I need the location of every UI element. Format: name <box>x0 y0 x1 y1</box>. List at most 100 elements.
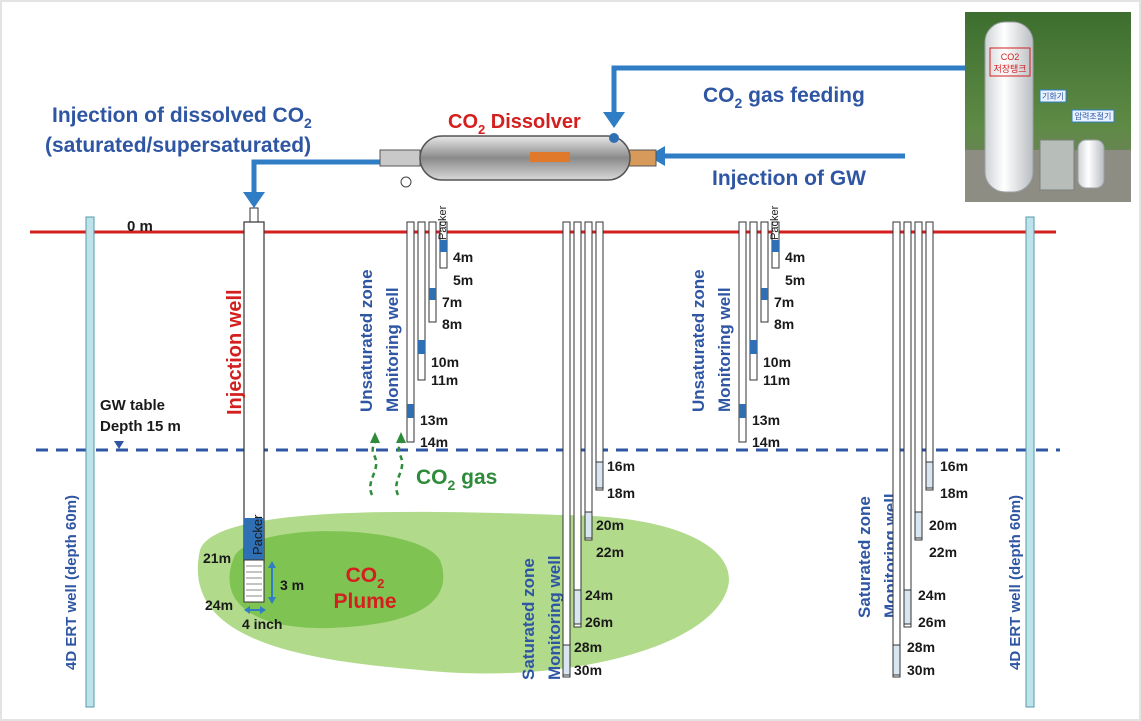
sat-well-2-depth-18: 18m <box>940 485 968 501</box>
injection-diameter-label: 4 inch <box>242 616 282 632</box>
unsat-well-2-depth-8: 8m <box>774 316 794 332</box>
sat-well-1-depth-22: 22m <box>596 544 624 560</box>
injection-screen <box>243 559 265 603</box>
co2-gas-migration: CO2 gas <box>369 432 497 496</box>
pressure-regulator-tank <box>1077 139 1105 189</box>
sat-well-1-tube-b <box>573 221 582 628</box>
co2-dissolver: CO2 Dissolver <box>379 111 657 188</box>
sat-well-2-depth-24: 24m <box>918 587 946 603</box>
ert-well-left: 4D ERT well (depth 60m) <box>63 216 95 708</box>
injection-system: Injection of dissolved CO2 (saturated/su… <box>45 12 1131 208</box>
dissolver-valve-icon <box>400 176 412 188</box>
sat-well-1-depth-24: 24m <box>585 587 613 603</box>
unsat-well-1-depth-11: 11m <box>431 372 458 388</box>
ert-well-right-label: 4D ERT well (depth 60m) <box>1007 495 1024 670</box>
unsat-well-2-depth-7: 7m <box>774 294 794 310</box>
unsat-well-1-tube-a <box>406 221 415 443</box>
pressure-label-box <box>1071 109 1115 123</box>
injection-screen-slots <box>246 565 262 597</box>
unsat-well-1-depth-13: 13m <box>420 412 448 428</box>
saturated-monitoring-well-1: Saturated zone Monitoring well 16m 18m 2… <box>519 221 635 680</box>
unsat-well-1-depth-5: 5m <box>453 272 473 288</box>
sat-well-2-depth-30: 30m <box>907 662 935 678</box>
sat-well-1-depth-30: 30m <box>574 662 602 678</box>
unsat-well-1-packer-c <box>429 288 436 300</box>
dissolver-inlet-fitting <box>379 149 421 167</box>
unsat-well-1-label-line1: Unsaturated zone <box>357 269 376 412</box>
unsat-well-2-packer-d <box>772 240 779 252</box>
plume-label-line2: Plume <box>333 590 396 613</box>
unsat-well-2-tube-c <box>760 221 769 323</box>
tank-label-line1: CO2 <box>1001 52 1020 62</box>
co2-tank-photo: CO2 저장탱크 기화기 압력조절기 <box>965 12 1131 202</box>
gw-table-depth-label: Depth 15 m <box>100 418 181 435</box>
injection-top-depth: 21m <box>203 550 231 566</box>
ert-well-left-casing <box>85 216 95 708</box>
unsat-well-1-depth-7: 7m <box>442 294 462 310</box>
gas-feed-arrow-icon <box>603 112 625 128</box>
unsat-well-1-packer-label: Packer <box>437 205 449 240</box>
saturated-monitoring-well-2: Saturated zone Monitoring well 16m 18m 2… <box>855 221 968 678</box>
sat-well-1-depth-18: 18m <box>607 485 635 501</box>
unsat-well-2-label-line1: Unsaturated zone <box>689 269 708 412</box>
vaporizer-label-box <box>1039 89 1067 103</box>
unsat-well-2-depth-11: 11m <box>763 372 790 388</box>
unsat-well-2-depth-10: 10m <box>763 354 791 370</box>
plume-inner-region <box>229 531 444 629</box>
surface-depth-label: 0 m <box>127 218 153 235</box>
injection-well: Packer Injection well 21m 24m 3 m 4 inch <box>203 207 304 632</box>
sat-well-2-depth-28: 28m <box>907 639 935 655</box>
injection-packer-label: Packer <box>250 514 265 555</box>
injection-bottom-depth: 24m <box>205 597 233 613</box>
unsat-well-2-tube-a <box>738 221 747 443</box>
sat-well-2-screen-d <box>925 461 934 489</box>
sat-well-2-screen-b <box>903 589 912 625</box>
sat-well-1-tube-c <box>584 221 593 541</box>
sat-well-1-screen-c <box>584 511 593 539</box>
dissolver-top-valve-icon <box>609 133 619 143</box>
gw-injection-label: Injection of GW <box>712 167 866 190</box>
gas-arrow-left-head-icon <box>370 432 380 443</box>
injection-packer <box>244 518 264 560</box>
dissolver-outlet-fitting <box>627 149 657 167</box>
unsat-well-2-tube-b <box>749 221 758 381</box>
dissolver-label: CO2 Dissolver <box>448 111 581 137</box>
plume-label-line1: CO2 <box>346 564 385 591</box>
sat-well-2-tube-d <box>925 221 934 491</box>
co2-storage-tank <box>984 21 1034 193</box>
sat-well-1-tube-a <box>562 221 571 678</box>
sat-well-2-depth-22: 22m <box>929 544 957 560</box>
sat-well-1-depth-26: 26m <box>585 614 613 630</box>
unsat-well-2-label-line2: Monitoring well <box>715 287 734 412</box>
dissolver-body <box>419 135 631 181</box>
vaporizer-label: 기화기 <box>1042 92 1064 101</box>
ert-well-left-label: 4D ERT well (depth 60m) <box>63 495 80 670</box>
injection-well-label: Injection well <box>224 289 246 415</box>
sat-well-2-screen-a <box>892 644 901 676</box>
diameter-arrow-right-icon <box>260 606 266 614</box>
unsat-well-2-packer-label: Packer <box>769 205 781 240</box>
gas-feed-pipe <box>611 65 975 116</box>
tank-label-box <box>989 47 1031 77</box>
pressure-label: 압력조절기 <box>1075 111 1112 121</box>
ert-well-right-casing <box>1025 216 1035 708</box>
unsat-well-1-packer-b <box>418 340 425 354</box>
interval-arrow-down-icon <box>268 597 276 604</box>
unsat-well-2-packer-a <box>739 404 746 418</box>
unsat-well-1-depth-8: 8m <box>442 316 462 332</box>
injection-title-line2: (saturated/supersaturated) <box>45 134 311 157</box>
sat-well-2-depth-20: 20m <box>929 517 957 533</box>
injection-wellhead <box>249 207 259 223</box>
sat-well-1-depth-16: 16m <box>607 458 635 474</box>
injection-down-arrow-icon <box>243 192 265 208</box>
unsat-well-1-tube-c <box>428 221 437 323</box>
unsat-well-1-tube-b <box>417 221 426 381</box>
ert-well-right: 4D ERT well (depth 60m) <box>1007 216 1035 708</box>
sat-well-2-depth-26: 26m <box>918 614 946 630</box>
sat-well-1-label-line2: Monitoring well <box>545 555 564 680</box>
unsat-well-2-depth-14: 14m <box>752 434 780 450</box>
gas-arrow-right-head-icon <box>396 432 406 443</box>
unsat-well-1-depth-10: 10m <box>431 354 459 370</box>
sat-well-2-depth-16: 16m <box>940 458 968 474</box>
gas-feed-label: CO2 gas feeding <box>703 84 865 111</box>
